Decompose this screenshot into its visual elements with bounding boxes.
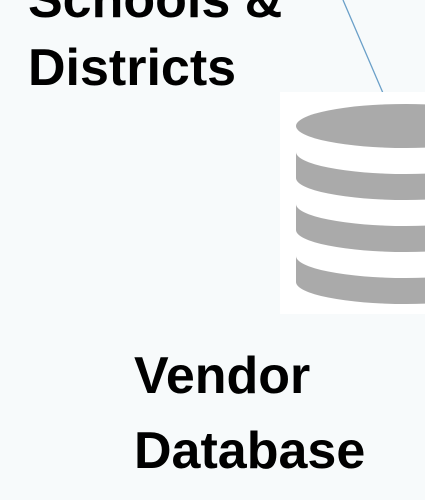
database-segment-middle <box>296 204 425 252</box>
schools-label-line2: Districts <box>28 39 237 97</box>
vendor-label-line2: Database <box>134 422 366 480</box>
vendor-label-line1: Vendor <box>134 347 311 405</box>
database-segment-bottom <box>296 256 425 304</box>
schools-label-line1: Schools & <box>28 0 283 29</box>
database-segment-top <box>296 152 425 200</box>
database-lid <box>296 104 425 148</box>
vendor-database-label: Vendor Database <box>134 350 365 500</box>
database-icon <box>280 92 425 314</box>
schools-districts-label: Schools & Districts <box>28 0 282 110</box>
